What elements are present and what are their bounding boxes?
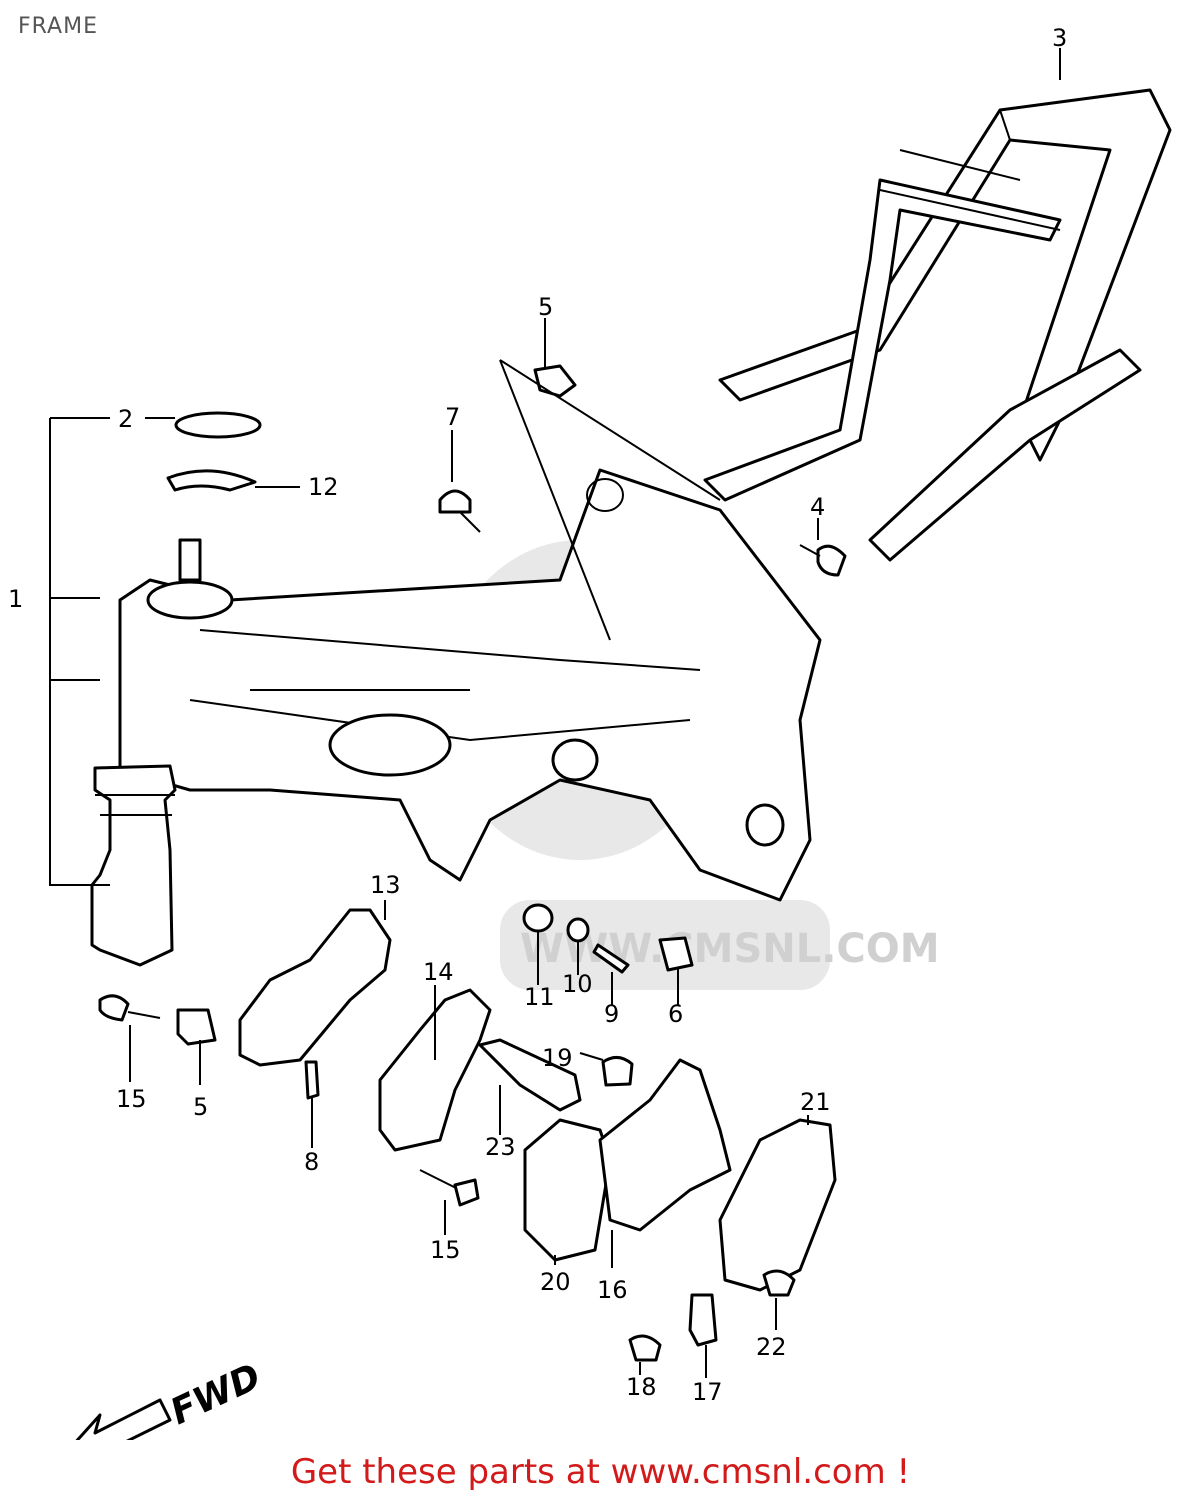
callout-17: 17	[692, 1378, 723, 1406]
rear-subframe	[703, 88, 1172, 562]
footer-link[interactable]: Get these parts at www.cmsnl.com !	[290, 1452, 911, 1492]
callout-6: 6	[668, 1000, 683, 1028]
callout-5-bottom: 5	[193, 1093, 208, 1121]
page-title: FRAME	[18, 14, 98, 39]
callout-9: 9	[604, 1000, 619, 1028]
callout-18: 18	[626, 1373, 657, 1401]
watermark-text: WWW.CMSNL.COM	[520, 926, 940, 972]
fasteners	[98, 364, 847, 1362]
callout-2: 2	[118, 405, 133, 433]
callout-3: 3	[1052, 24, 1067, 52]
callout-1: 1	[8, 585, 23, 613]
callout-5-top: 5	[538, 293, 553, 321]
callout-13: 13	[370, 871, 401, 899]
callout-10: 10	[562, 970, 593, 998]
callout-22: 22	[756, 1333, 787, 1361]
callout-14: 14	[423, 958, 454, 986]
callout-8: 8	[304, 1148, 319, 1176]
callout-11: 11	[524, 983, 555, 1011]
callout-15-left: 15	[116, 1085, 147, 1113]
frame-parts-diagram: WWW.CMSNL.COM	[8, 24, 1172, 1440]
main-frame	[118, 468, 822, 902]
callout-20: 20	[540, 1268, 571, 1296]
callout-23: 23	[485, 1133, 516, 1161]
callout-4: 4	[810, 493, 825, 521]
bracket-14	[378, 988, 492, 1152]
callout-7: 7	[445, 403, 460, 431]
case-20	[523, 1118, 612, 1262]
cover-21	[718, 1118, 837, 1292]
dust-seal	[166, 469, 257, 492]
callout-labels: 1 2 3 4 5 5 6 7 8 9 10 11 12 13 14 15 15…	[8, 24, 1067, 1406]
steering-sleeve	[90, 764, 177, 967]
leader-lines	[49, 48, 1061, 1378]
fwd-label: FWD	[164, 1356, 267, 1433]
callout-16: 16	[597, 1276, 628, 1304]
bracket-13	[238, 908, 392, 1067]
bracket-16	[598, 1058, 732, 1232]
callout-21: 21	[800, 1088, 831, 1116]
bracket-23	[478, 1038, 582, 1112]
bearing-race	[174, 411, 262, 439]
callout-12: 12	[308, 473, 339, 501]
callout-15-center: 15	[430, 1236, 461, 1264]
callout-19: 19	[542, 1044, 573, 1072]
fwd-arrow: FWD	[75, 1356, 267, 1440]
